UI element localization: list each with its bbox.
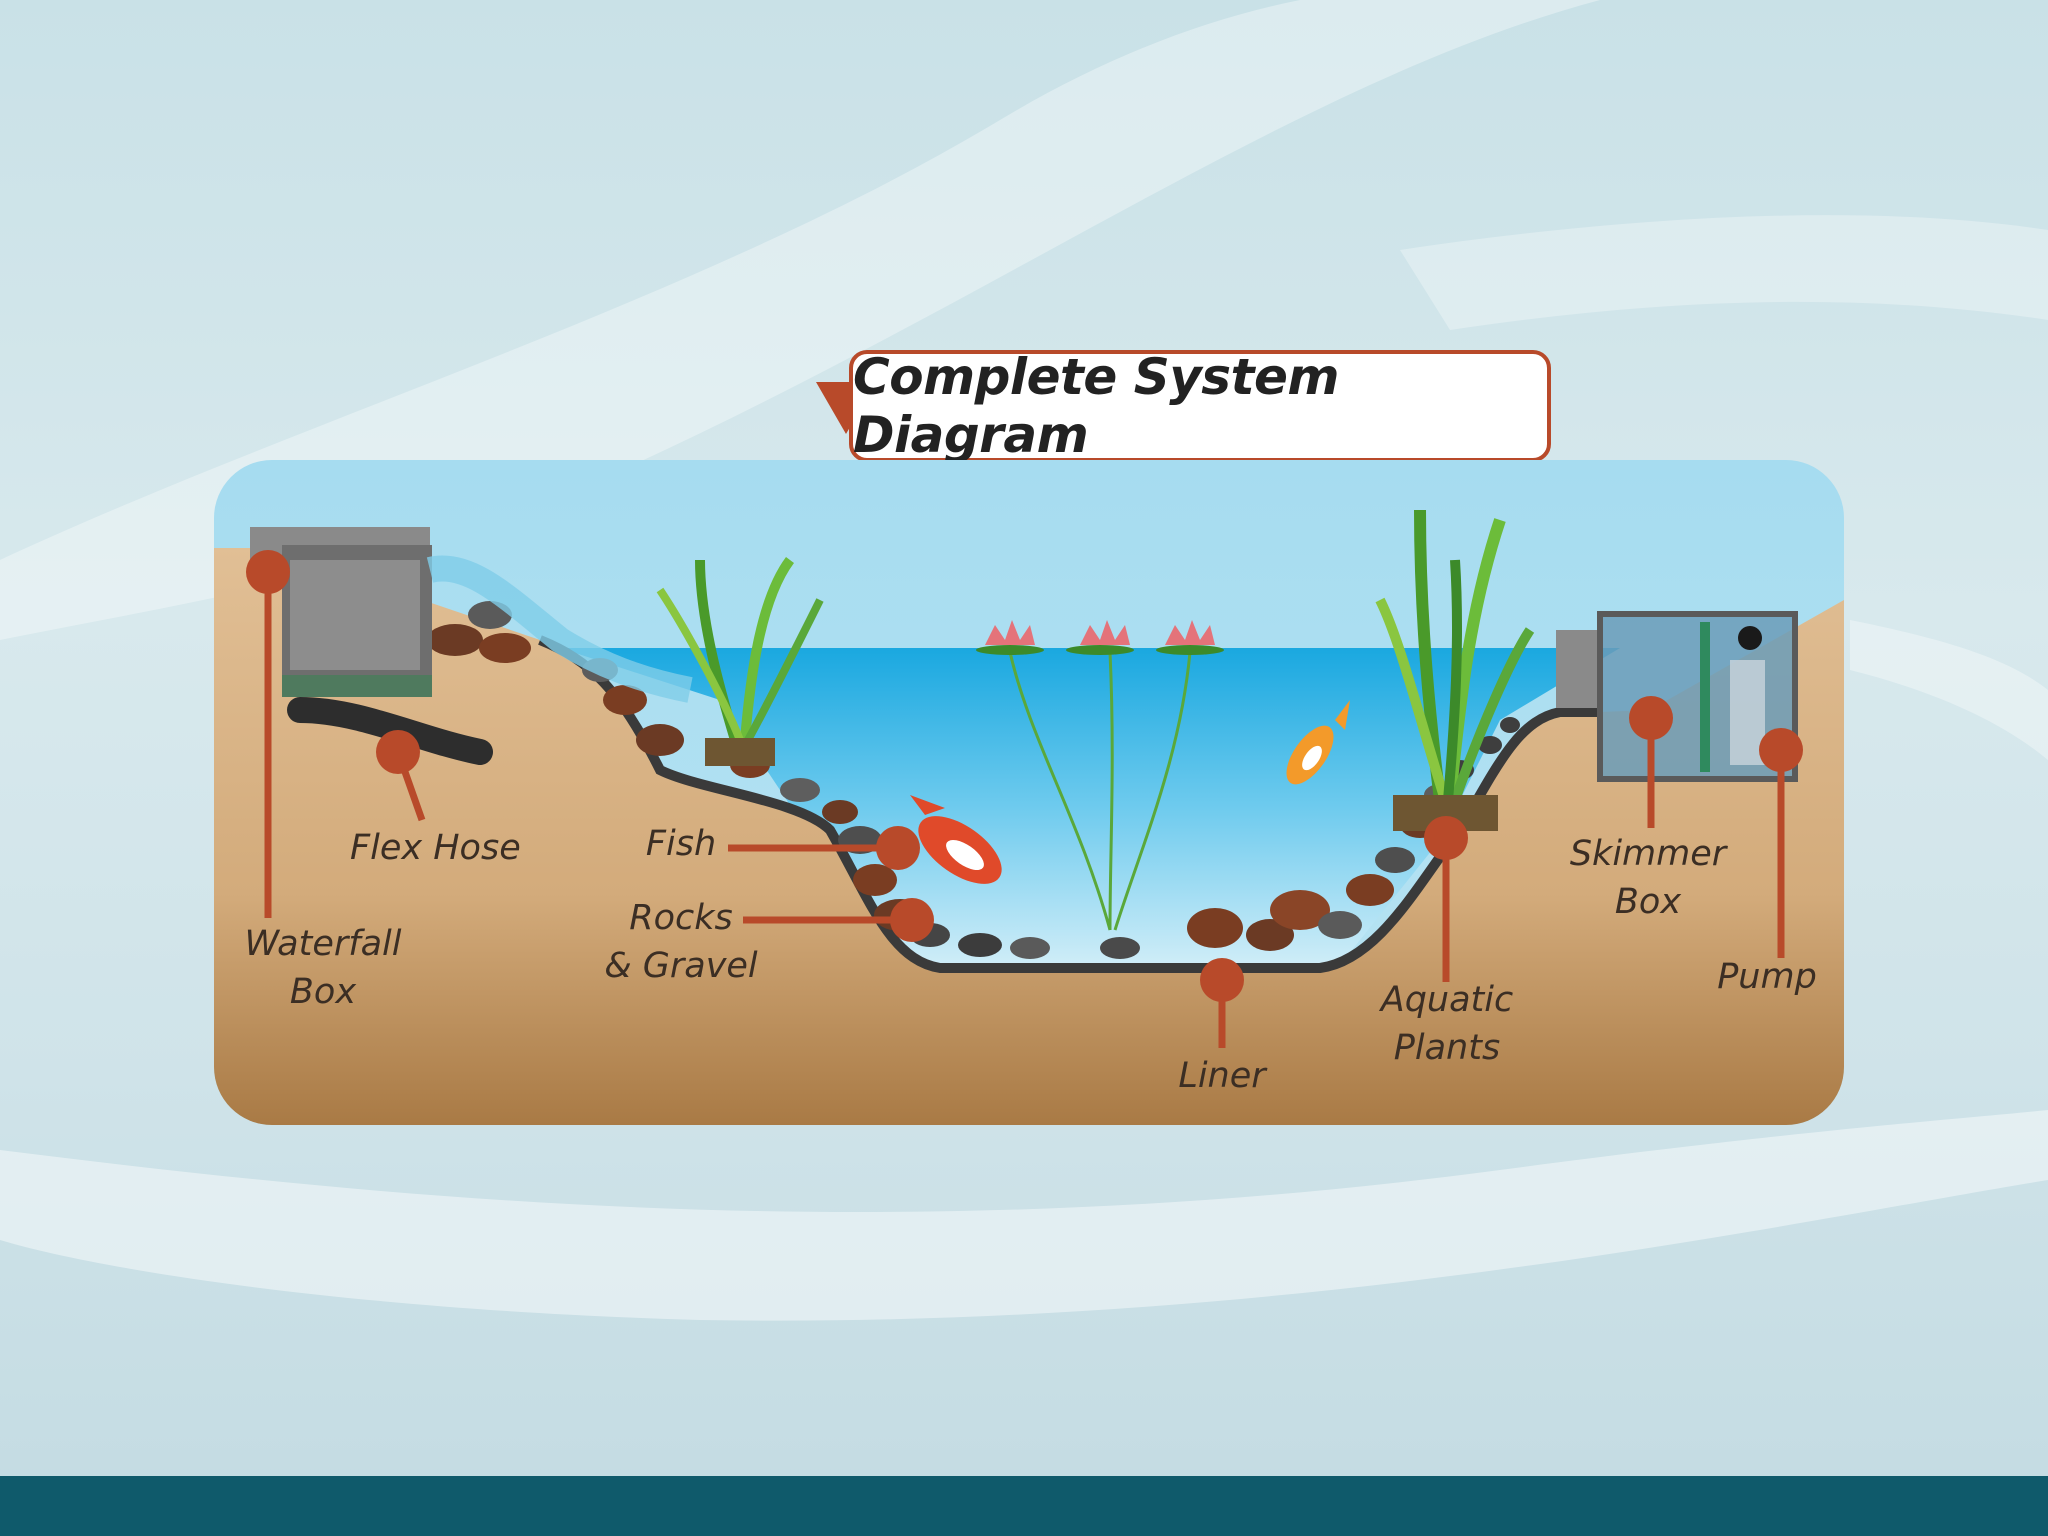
label-liner: Liner xyxy=(1178,1056,1266,1096)
soil xyxy=(214,548,1844,1125)
label-fish: Fish xyxy=(645,824,717,864)
label-aquatic-plants: Aquatic Plants xyxy=(1372,976,1522,1072)
label-rocks-gravel: Rocks & Gravel xyxy=(596,894,766,990)
label-rocks-gravel-line1: Rocks xyxy=(629,898,733,938)
waterfall-box xyxy=(250,527,693,703)
label-aquatic-plants-line2: Plants xyxy=(1393,1028,1501,1068)
label-rocks-gravel-line2: & Gravel xyxy=(604,946,758,986)
label-pump: Pump xyxy=(1717,957,1817,997)
flex-hose xyxy=(287,697,493,765)
koi-fish-orange xyxy=(1286,700,1350,785)
diagram-title-box: Complete System Diagram xyxy=(849,348,1551,464)
label-skimmer-box: Skimmer Box xyxy=(1568,830,1728,926)
label-skimmer-box-line2: Box xyxy=(1614,882,1682,922)
label-aquatic-plants-line1: Aquatic xyxy=(1380,980,1514,1020)
footer-bar xyxy=(0,1476,2048,1536)
label-skimmer-box-line1: Skimmer xyxy=(1569,834,1727,874)
callout-markers xyxy=(246,550,1803,1048)
label-waterfall-box-line1: Waterfall xyxy=(244,924,402,964)
label-waterfall-box: Waterfall Box xyxy=(238,920,408,1016)
label-waterfall-box-line2: Box xyxy=(289,972,357,1012)
left-aquatic-plant xyxy=(656,557,824,766)
water-lilies xyxy=(976,620,1224,931)
pond-diagram xyxy=(214,460,1844,1125)
diagram-title: Complete System Diagram xyxy=(853,348,1339,464)
right-aquatic-plant xyxy=(1375,509,1535,831)
label-flex-hose: Flex Hose xyxy=(350,828,521,868)
koi-fish-red xyxy=(910,795,1002,884)
